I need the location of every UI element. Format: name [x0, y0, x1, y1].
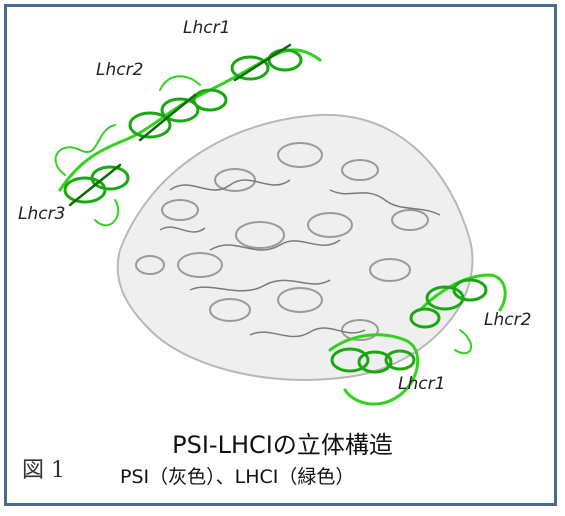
lhci-belt-top — [54, 43, 322, 227]
psi-core — [116, 113, 474, 381]
lhci-belt-right — [409, 273, 507, 355]
label-lhcr3-left: Lhcr3 — [18, 204, 66, 224]
figure-title: PSI-LHCIの立体構造 — [172, 431, 393, 459]
figure-subtitle: PSI（灰色）、LHCI（緑色） — [120, 466, 355, 488]
label-lhcr1-bottom: Lhcr1 — [398, 374, 446, 394]
lhci-belt-bottom — [328, 333, 420, 406]
figure-number: 図 1 — [22, 458, 65, 483]
label-lhcr2-right: Lhcr2 — [484, 310, 532, 330]
label-lhcr1-top: Lhcr1 — [183, 18, 231, 38]
label-lhcr2-top: Lhcr2 — [96, 60, 144, 80]
